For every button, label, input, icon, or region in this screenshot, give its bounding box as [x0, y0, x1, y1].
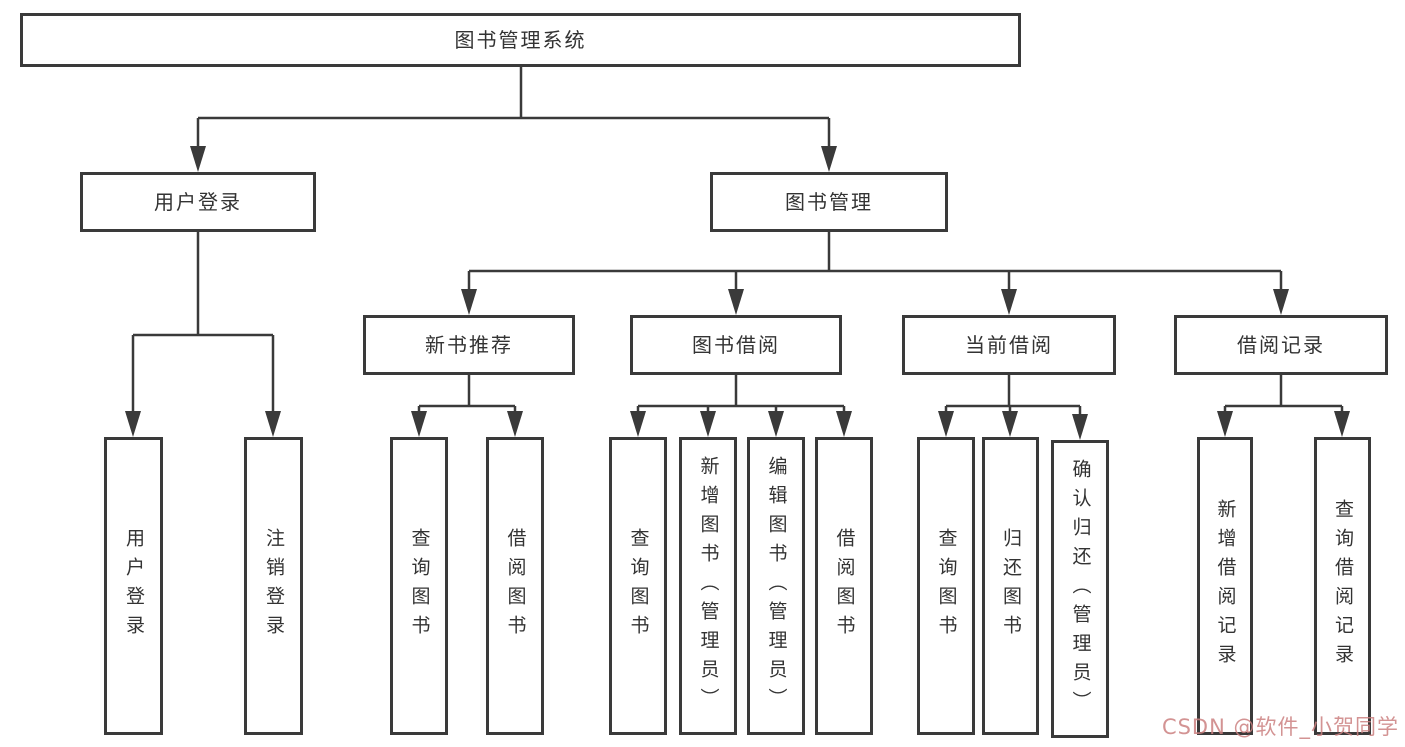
node-new-book-recommend: 新书推荐: [363, 315, 575, 375]
node-user-login: 用户登录: [80, 172, 316, 232]
leaf-return-books-label: 归还图书: [1000, 528, 1022, 644]
leaf-query-books-2-label: 查询图书: [627, 528, 650, 644]
node-borrow-record: 借阅记录: [1174, 315, 1388, 375]
leaf-user-login-label: 用户登录: [123, 528, 145, 644]
leaf-query-borrow-record: 查询借阅记录: [1314, 437, 1371, 735]
leaf-return-books: 归还图书: [982, 437, 1039, 735]
leaf-query-books-3-label: 查询图书: [935, 528, 958, 644]
node-book-management: 图书管理: [710, 172, 948, 232]
leaf-borrow-books-2: 借阅图书: [815, 437, 873, 735]
leaf-query-borrow-record-label: 查询借阅记录: [1332, 499, 1354, 673]
csdn-watermark: CSDN @软件_小贺同学: [1161, 715, 1399, 739]
leaf-borrow-books-1-label: 借阅图书: [504, 528, 527, 644]
leaf-confirm-return-admin: 确认归还（管理员）: [1051, 440, 1109, 738]
leaf-add-books-admin: 新增图书（管理员）: [679, 437, 737, 735]
node-user-login-label: 用户登录: [154, 190, 242, 214]
leaf-add-books-admin-label: 新增图书（管理员）: [697, 455, 720, 717]
node-current-borrow: 当前借阅: [902, 315, 1116, 375]
leaf-query-books-1-label: 查询图书: [408, 528, 431, 644]
node-book-borrow-label: 图书借阅: [692, 333, 780, 357]
leaf-query-books-1: 查询图书: [390, 437, 448, 735]
leaf-add-borrow-record: 新增借阅记录: [1197, 437, 1253, 735]
node-new-book-recommend-label: 新书推荐: [425, 333, 513, 357]
leaf-logout-label: 注销登录: [263, 528, 285, 644]
node-root: 图书管理系统: [20, 13, 1021, 67]
leaf-edit-books-admin-label: 编辑图书（管理员）: [765, 455, 788, 717]
node-book-borrow: 图书借阅: [630, 315, 842, 375]
leaf-borrow-books-2-label: 借阅图书: [833, 528, 856, 644]
leaf-borrow-books-1: 借阅图书: [486, 437, 544, 735]
leaf-user-login: 用户登录: [104, 437, 163, 735]
leaf-query-books-3: 查询图书: [917, 437, 975, 735]
node-borrow-record-label: 借阅记录: [1237, 333, 1325, 357]
leaf-query-books-2: 查询图书: [609, 437, 667, 735]
leaf-logout: 注销登录: [244, 437, 303, 735]
leaf-confirm-return-admin-label: 确认归还（管理员）: [1069, 458, 1092, 720]
node-root-label: 图书管理系统: [454, 28, 587, 52]
node-current-borrow-label: 当前借阅: [965, 333, 1053, 357]
node-book-management-label: 图书管理: [785, 190, 873, 214]
leaf-add-borrow-record-label: 新增借阅记录: [1214, 499, 1237, 673]
leaf-edit-books-admin: 编辑图书（管理员）: [747, 437, 805, 735]
